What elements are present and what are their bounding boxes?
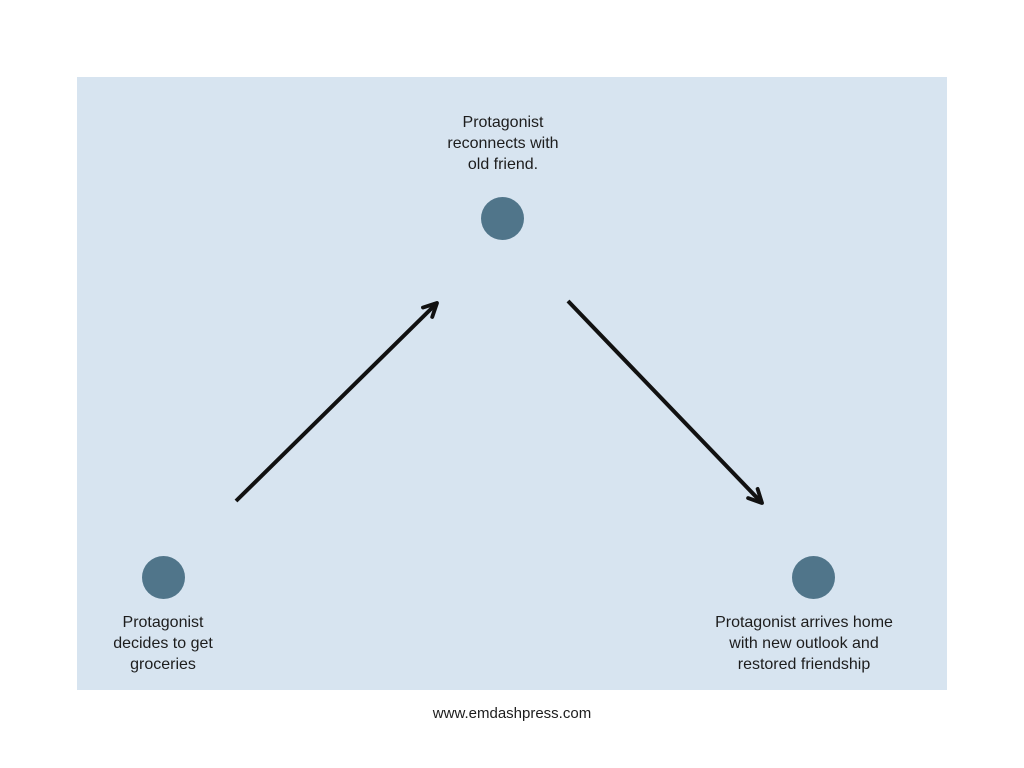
top-node-label: Protagonist reconnects with old friend.	[447, 114, 559, 173]
left-node-dot	[142, 556, 185, 599]
right-node-label: Protagonist arrives home with new outloo…	[715, 614, 893, 673]
top-node-dot	[481, 197, 524, 240]
website-url: www.emdashpress.com	[432, 705, 592, 722]
right-node-dot	[792, 556, 835, 599]
left-node-label: Protagonist decides to get groceries	[113, 614, 213, 673]
